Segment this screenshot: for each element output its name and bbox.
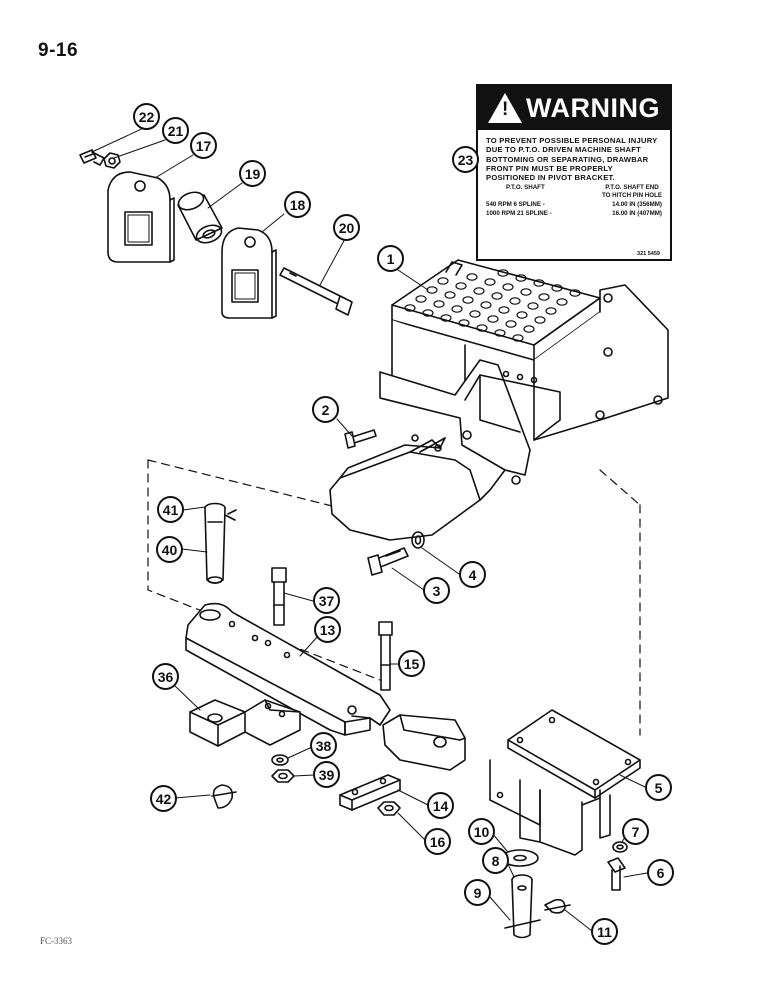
part-11-lynchpin <box>544 898 571 914</box>
callout-22: 22 <box>133 103 160 130</box>
part-18-plate <box>221 227 277 319</box>
part-8-pin <box>504 874 541 939</box>
part-5-hitch-bracket <box>489 709 641 856</box>
part-13-drawbar <box>185 602 391 736</box>
page-number: 9-16 <box>38 40 79 61</box>
part-7-washer <box>612 841 628 853</box>
callout-20: 20 <box>333 214 360 241</box>
warning-table-row: 540 RPM 6 SPLINE - 14.00 IN (356mm) <box>486 200 662 209</box>
warning-symbol: ! <box>502 99 509 120</box>
warning-title: WARNING <box>526 92 660 123</box>
part-6-bolt <box>607 857 626 891</box>
part-42-hairpin <box>211 784 237 809</box>
callout-18: 18 <box>284 191 311 218</box>
callout-11: 11 <box>591 918 618 945</box>
part-14-plate <box>339 774 401 811</box>
warning-decal: ! WARNING TO PREVENT POSSIBLE PERSONAL I… <box>476 84 672 261</box>
warning-row-distance: 14.00 IN (356mm) <box>612 201 662 209</box>
warning-triangle-icon: ! <box>488 93 522 123</box>
warning-header: ! WARNING <box>478 86 670 130</box>
callout-42: 42 <box>150 785 177 812</box>
callout-23: 23 <box>452 146 479 173</box>
part-4-washer <box>411 531 425 549</box>
callout-7: 7 <box>622 818 649 845</box>
callout-15: 15 <box>398 650 425 677</box>
group-dashed-outline <box>147 459 641 736</box>
decal-code: 321 5459 <box>637 251 660 257</box>
part-1-pivot-bracket <box>329 259 669 541</box>
part-wedge-block <box>382 714 466 771</box>
part-22-bolt <box>79 149 105 166</box>
part-39-nut <box>271 769 295 783</box>
warning-row-shaft: 540 RPM 6 SPLINE - <box>486 201 545 209</box>
callout-8: 8 <box>482 847 509 874</box>
callout-13: 13 <box>314 616 341 643</box>
callout-2: 2 <box>312 396 339 423</box>
warning-col1-header: P.T.O. SHAFT <box>506 184 545 192</box>
part-16-nut <box>377 801 401 816</box>
callout-39: 39 <box>313 761 340 788</box>
part-15-bolt <box>378 621 393 691</box>
callout-1: 1 <box>377 245 404 272</box>
part-20-bolt <box>279 267 353 316</box>
part-21-nut <box>103 152 121 169</box>
part-17-plate <box>107 171 175 263</box>
callout-40: 40 <box>156 536 183 563</box>
part-36-clevis <box>189 699 301 747</box>
part-38-washer <box>271 754 289 766</box>
part-37-bolt <box>271 567 287 626</box>
part-3-bolt <box>367 547 409 576</box>
callout-10: 10 <box>468 818 495 845</box>
callout-37: 37 <box>313 587 340 614</box>
callout-16: 16 <box>424 828 451 855</box>
callout-17: 17 <box>190 132 217 159</box>
callout-6: 6 <box>647 859 674 886</box>
part-19-spacer <box>177 191 223 244</box>
callout-19: 19 <box>239 160 266 187</box>
figure-code: FC-3363 <box>40 936 73 946</box>
callout-38: 38 <box>310 732 337 759</box>
callout-5: 5 <box>645 774 672 801</box>
callout-9: 9 <box>464 879 491 906</box>
warning-row-distance: 16.00 IN (407mm) <box>612 210 662 218</box>
warning-row-shaft: 1000 RPM 21 SPLINE - <box>486 210 552 218</box>
callout-3: 3 <box>423 577 450 604</box>
warning-table-row: 1000 RPM 21 SPLINE - 16.00 IN (407mm) <box>486 209 662 218</box>
callout-41: 41 <box>157 496 184 523</box>
callout-14: 14 <box>427 792 454 819</box>
callout-36: 36 <box>152 663 179 690</box>
callout-21: 21 <box>162 117 189 144</box>
callout-4: 4 <box>459 561 486 588</box>
warning-text: TO PREVENT POSSIBLE PERSONAL INJURY DUE … <box>486 136 658 183</box>
leader-lines <box>91 125 648 932</box>
part-40-pin <box>204 502 226 584</box>
